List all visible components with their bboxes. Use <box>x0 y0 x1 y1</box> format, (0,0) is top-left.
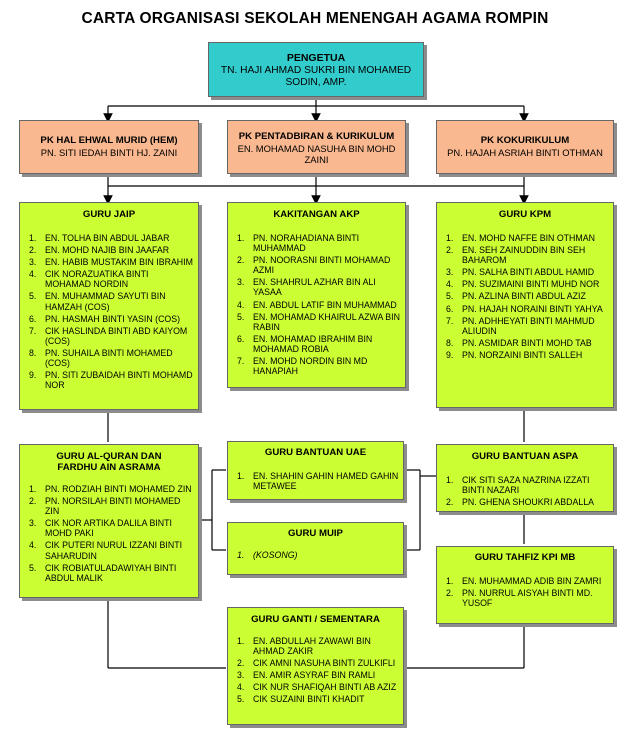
guru-ganti-heading: GURU GANTI / SEMENTARA <box>251 614 380 625</box>
list-item: 6.EN. MOHAMAD IBRAHIM BIN MOHAMAD ROBIA <box>237 333 373 354</box>
guru-quran-list: 1.PN. RODZIAH BINTI MOHAMED ZIN 2.PN. NO… <box>24 484 194 583</box>
guru-kpm-list: 1.EN. MOHD NAFFE BIN OTHMAN 2.EN. SEH ZA… <box>441 233 609 360</box>
list-item: 1.(KOSONG) <box>237 550 298 560</box>
guru-jaip-list: 1.EN. TOLHA BIN ABDUL JABAR 2.EN. MOHD N… <box>24 233 194 390</box>
pk-kokurikulum-name: PN. HAJAH ASRIAH BINTI OTHMAN <box>447 147 603 158</box>
list-item: 8.PN. SUHAILA BINTI MOHAMED (COS) <box>29 347 173 369</box>
kakitangan-akp-heading: KAKITANGAN AKP <box>273 209 360 220</box>
list-item: 5.EN. MUHAMMAD SAYUTI BIN HAMZAH (COS) <box>29 291 166 312</box>
guru-muip-box: GURU MUIP 1.(KOSONG) <box>227 522 404 575</box>
pk-hem-name: PN. SITI IEDAH BINTI HJ. ZAINI <box>40 147 178 158</box>
list-item: 5.EN. MOHAMAD KHAIRUL AZWA BIN RABIN <box>237 311 400 332</box>
guru-uae-heading: GURU BANTUAN UAE <box>264 447 367 458</box>
list-item: 7.CIK HASLINDA BINTI ABD KAIYOM (COS) <box>29 325 188 346</box>
list-item: 2.PN. NURRUL AISYAH BINTI MD. YUSOF <box>446 588 593 609</box>
list-item: 1.EN. ABDULLAH ZAWAWI BIN AHMAD ZAKIR <box>237 636 371 657</box>
list-item: 5.CIK ROBIATULADAWIYAH BINTI ABDUL MALIK <box>29 562 177 583</box>
list-item: 1.EN. SHAHIN GAHIN HAMED GAHIN METAWEE <box>237 471 399 492</box>
list-item: 5.PN. AZLINA BINTI ABDUL AZIZ <box>446 291 586 302</box>
guru-tahfiz-box: GURU TAHFIZ KPI MB 1.EN. MUHAMMAD ADIB B… <box>436 546 614 624</box>
list-item: 1.CIK SITI SAZA NAZRINA IZZATI BINTI NAZ… <box>446 475 590 496</box>
guru-muip-list: 1.(KOSONG) <box>232 550 399 560</box>
list-item: 1.EN. MUHAMMAD ADIB BIN ZAMRI <box>446 576 602 586</box>
pk-pentadbiran-heading: PK PENTADBIRAN & KURIKULUM <box>238 131 395 142</box>
list-item: 8.PN. ASMIDAR BINTI MOHD TAB <box>446 337 592 348</box>
list-item: 3.EN. SHAHRUL AZHAR BIN ALI YASAA <box>237 277 376 298</box>
guru-quran-box: GURU AL-QURAN DAN FARDHU AIN ASRAMA 1.PN… <box>19 444 199 598</box>
list-item: 1.PN. RODZIAH BINTI MOHAMED ZIN <box>29 484 192 494</box>
pengetua-box: PENGETUA TN. HAJI AHMAD SUKRI BIN MOHAME… <box>208 42 424 97</box>
guru-kpm-box: GURU KPM 1.EN. MOHD NAFFE BIN OTHMAN 2.E… <box>436 202 614 408</box>
guru-tahfiz-heading: GURU TAHFIZ KPI MB <box>474 552 576 563</box>
list-item: 4.CIK NORAZUATIKA BINTI MOHAMAD NORDIN <box>29 269 149 290</box>
list-item: 1.EN. TOLHA BIN ABDUL JABAR <box>29 233 170 243</box>
pk-hem-heading: PK HAL EHWAL MURID (HEM) <box>40 135 178 146</box>
list-item: 2.PN. NORSILAH BINTI MOHAMED ZIN <box>29 496 181 517</box>
list-item: 9.PN. SITI ZUBAIDAH BINTI MOHAMD NOR <box>29 370 193 391</box>
guru-uae-box: GURU BANTUAN UAE 1.EN. SHAHIN GAHIN HAME… <box>227 441 404 500</box>
list-item: 4.CIK PUTERI NURUL IZZANI BINTI SAHARUDI… <box>29 540 183 561</box>
list-item: 4.PN. SUZIMAINI BINTI MUHD NOR <box>446 279 600 290</box>
list-item: 6.PN. HASMAH BINTI YASIN (COS) <box>29 313 181 324</box>
list-item: 2.EN. SEH ZAINUDDIN BIN SEH BAHAROM <box>446 245 586 266</box>
list-item: 3.PN. SALHA BINTI ABDUL HAMID <box>446 267 595 278</box>
list-item: 2.PN. NOORASNI BINTI MOHAMAD AZMI <box>237 255 391 276</box>
list-item: 9.PN. NORZAINI BINTI SALLEH <box>446 349 583 360</box>
guru-tahfiz-list: 1.EN. MUHAMMAD ADIB BIN ZAMRI 2.PN. NURR… <box>441 576 609 608</box>
list-item: 6.PN. HAJAH NORAINI BINTI YAHYA <box>446 303 603 314</box>
list-item: 4.CIK NUR SHAFIQAH BINTI AB AZIZ <box>237 682 397 693</box>
list-item: 2.PN. GHENA SHOUKRI ABDALLA <box>446 497 594 508</box>
guru-muip-heading: GURU MUIP <box>288 528 343 539</box>
list-item: 7.EN. MOHD NORDIN BIN MD HANAPIAH <box>237 356 368 377</box>
list-item: 3.EN. HABIB MUSTAKIM BIN IBRAHIM <box>29 257 193 268</box>
guru-quran-heading: GURU AL-QURAN DAN FARDHU AIN ASRAMA <box>56 451 162 473</box>
list-item: 1.EN. MOHD NAFFE BIN OTHMAN <box>446 233 595 243</box>
guru-jaip-heading: GURU JAIP <box>82 209 136 220</box>
list-item: 3.CIK NOR ARTIKA DALILA BINTI MOHD PAKI <box>29 518 172 539</box>
pk-kokurikulum-heading: PK KOKURIKULUM <box>480 135 570 146</box>
list-item: 3.EN. AMIR ASYRAF BIN RAMLI <box>237 670 376 681</box>
list-item: 2.CIK AMNI NASUHA BINTI ZULKIFLI <box>237 658 396 669</box>
list-item: 5.CIK SUZAINI BINTI KHADIT <box>237 694 365 705</box>
chart-title: CARTA ORGANISASI SEKOLAH MENENGAH AGAMA … <box>81 10 549 27</box>
guru-kpm-heading: GURU KPM <box>498 209 552 220</box>
guru-uae-list: 1.EN. SHAHIN GAHIN HAMED GAHIN METAWEE <box>232 471 399 491</box>
list-item: 1.PN. NORAHADIANA BINTI MUHAMMAD <box>237 233 360 254</box>
pk-kokurikulum-box: PK KOKURIKULUM PN. HAJAH ASRIAH BINTI OT… <box>436 120 614 174</box>
kakitangan-akp-list: 1.PN. NORAHADIANA BINTI MUHAMMAD 2.PN. N… <box>232 233 401 376</box>
list-item: 4.EN. ABDUL LATIF BIN MUHAMMAD <box>237 299 397 310</box>
guru-aspa-list: 1.CIK SITI SAZA NAZRINA IZZATI BINTI NAZ… <box>441 475 609 507</box>
pengetua-heading: PENGETUA <box>286 52 346 64</box>
guru-aspa-heading: GURU BANTUAN ASPA <box>471 451 579 462</box>
kakitangan-akp-box: KAKITANGAN AKP 1.PN. NORAHADIANA BINTI M… <box>227 202 406 388</box>
list-item: 2.EN. MOHD NAJIB BIN JAAFAR <box>29 245 170 256</box>
pk-pentadbiran-box: PK PENTADBIRAN & KURIKULUM EN. MOHAMAD N… <box>227 120 406 174</box>
list-item: 7.PN. ADHHEYATI BINTI MAHMUD ALIUDIN <box>446 315 595 336</box>
guru-ganti-box: GURU GANTI / SEMENTARA 1.EN. ABDULLAH ZA… <box>227 607 404 725</box>
pengetua-name: TN. HAJI AHMAD SUKRI BIN MOHAMED SODIN, … <box>220 65 412 88</box>
guru-jaip-box: GURU JAIP 1.EN. TOLHA BIN ABDUL JABAR 2.… <box>19 202 199 410</box>
pk-hem-box: PK HAL EHWAL MURID (HEM) PN. SITI IEDAH … <box>19 120 199 174</box>
guru-ganti-list: 1.EN. ABDULLAH ZAWAWI BIN AHMAD ZAKIR 2.… <box>232 636 399 705</box>
pk-pentadbiran-name: EN. MOHAMAD NASUHA BIN MOHD ZAINI <box>237 143 396 165</box>
guru-aspa-box: GURU BANTUAN ASPA 1.CIK SITI SAZA NAZRIN… <box>436 444 614 512</box>
